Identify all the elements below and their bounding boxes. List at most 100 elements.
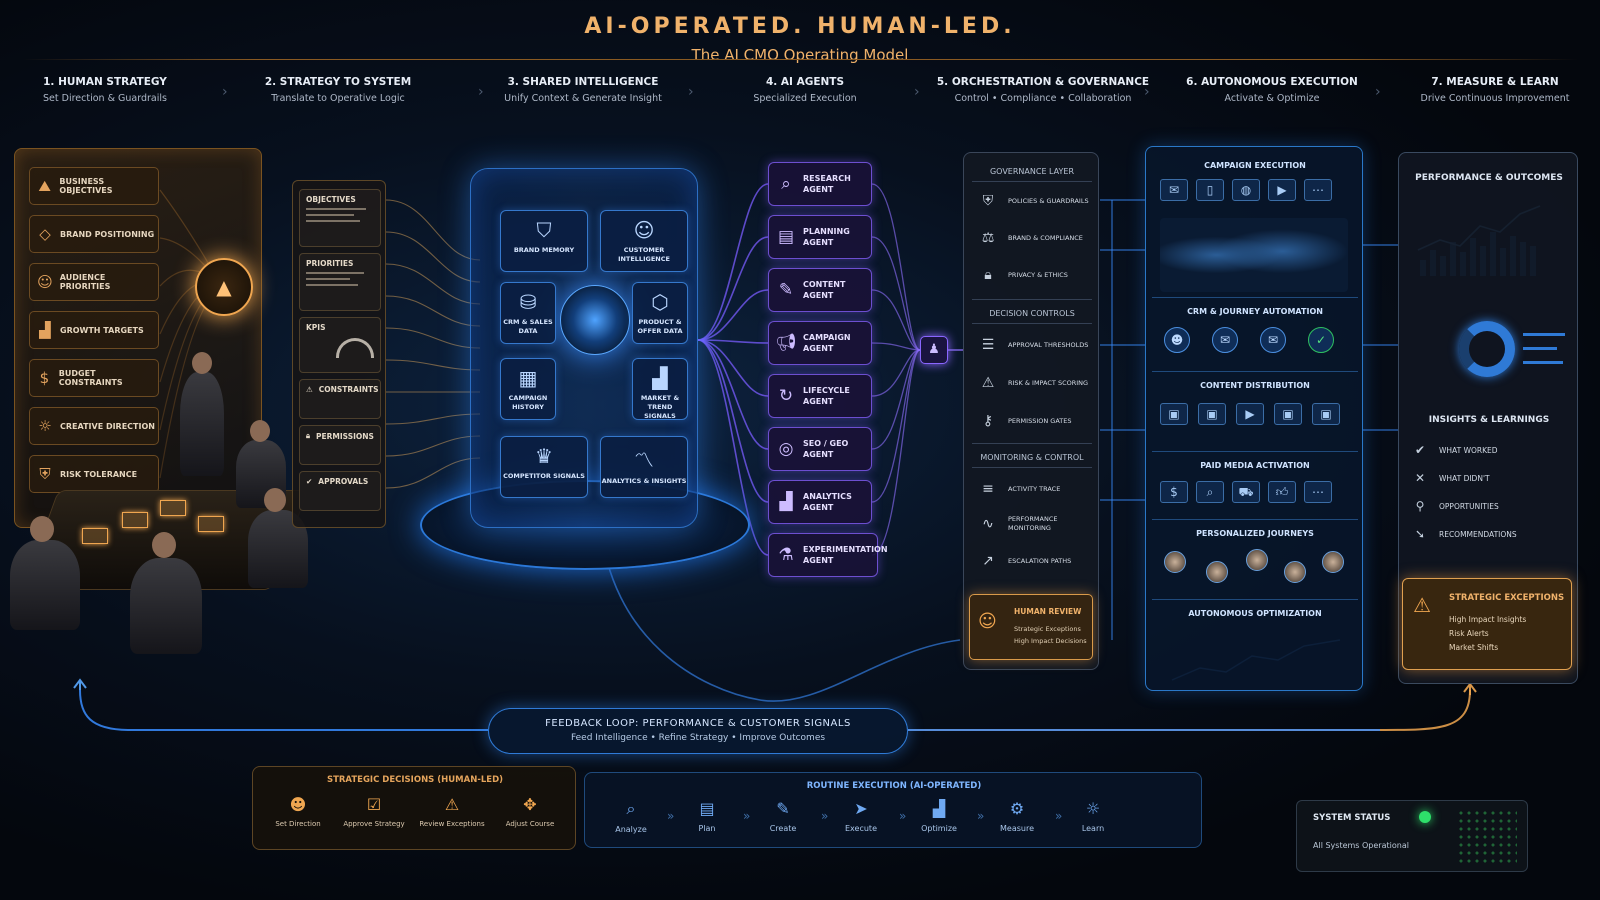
data-stream (385, 457, 481, 489)
decision-review-exceptions: ⚠Review Exceptions (413, 795, 491, 828)
page-subtitle: The AI CMO Operating Model (691, 46, 909, 64)
shield-check-icon: ⛉ (536, 218, 552, 242)
gov-item-performance-monitoring: ∿PERFORMANCE MONITORING (978, 515, 1068, 533)
chevron-right-icon: » (977, 809, 985, 823)
insight-what-didnt: ✕WHAT DIDN'T (1414, 471, 1490, 485)
gov-item-escalation-paths: ↗ESCALATION PATHS (978, 553, 1071, 569)
insight-opportunities: ⚲OPPORTUNITIES (1413, 499, 1499, 513)
human-review-loop (599, 519, 961, 702)
warning-icon: ⚠ (444, 795, 460, 814)
list-icon: ≡ (982, 481, 994, 497)
mountain-flag-icon: ⛰ (38, 177, 52, 195)
more-icon: ⋯ (1304, 481, 1332, 503)
agent-connector (697, 339, 769, 397)
data-card-customer-intelligence: ☺CUSTOMER INTELLIGENCE (600, 210, 688, 272)
strategy-item-business-objectives: ⛰BUSINESS OBJECTIVES (29, 167, 159, 205)
thumbs-up-icon: 👍︎ (1268, 481, 1296, 503)
gov-item-activity-trace: ≡ACTIVITY TRACE (978, 481, 1060, 497)
cart-icon: ⛟ (1232, 481, 1260, 503)
tablet-screen (198, 516, 224, 532)
decision-adjust-course: ✥Adjust Course (491, 795, 569, 828)
gov-item-brand-compliance: ⚖BRAND & COMPLIANCE (978, 230, 1083, 246)
title-divider (22, 59, 1578, 60)
strategy-target-icon: ▲ (195, 258, 253, 316)
agent-connector (697, 236, 769, 341)
database-icon: ⛁ (519, 290, 537, 314)
data-card-analytics-insights: 〽ANALYTICS & INSIGHTS (600, 436, 688, 498)
chevron-right-icon: › (1375, 84, 1381, 100)
bar-chart-icon: ▟ (39, 321, 51, 339)
presenter-head (192, 352, 212, 374)
lock-icon: 🔒︎ (306, 431, 310, 440)
strategy-item-budget-constraints: $BUDGET CONSTRAINTS (29, 359, 159, 397)
arrow-icon: ➘ (1414, 527, 1426, 541)
orchestration-connector (871, 236, 921, 351)
agent-content: ✎CONTENT AGENT (768, 268, 872, 312)
attendee-head (264, 488, 286, 512)
strategy-item-creative-direction: ☼CREATIVE DIRECTION (29, 407, 159, 445)
create-icon: ✎ (776, 799, 790, 818)
measure-icon: ⚙ (1009, 799, 1025, 818)
constraints-card: ⚠CONSTRAINTS (299, 379, 381, 419)
arrow-up-icon (1463, 682, 1477, 695)
chevron-right-icon: › (478, 84, 484, 100)
strategic-exceptions-card: ⚠ STRATEGIC EXCEPTIONS High Impact Insig… (1402, 578, 1572, 670)
avatar (1206, 561, 1228, 583)
x-icon: ✕ (1414, 471, 1426, 485)
avatar (1246, 549, 1268, 571)
avatar (1284, 561, 1306, 583)
kpis-card: KPIS (299, 317, 381, 373)
attendee-head (30, 516, 54, 542)
shield-icon: ⛨ (982, 193, 994, 209)
donut-chart (1459, 321, 1515, 377)
mobile-icon: ▯ (1196, 179, 1224, 201)
agent-lifecycle: ↻LIFECYCLE AGENT (768, 374, 872, 418)
sliders-icon: ☰ (981, 337, 995, 353)
bar-chart-icon: ▟ (652, 366, 668, 390)
chevron-right-icon: › (688, 84, 694, 100)
attendee-head (250, 420, 270, 442)
clipboard-icon: ▤ (777, 227, 795, 247)
attendee-figure (130, 558, 202, 654)
pin-icon: ⚲ (1415, 499, 1425, 513)
tablet-screen (122, 512, 148, 528)
routine-measure: ⚙Measure (987, 799, 1047, 833)
priorities-card: PRIORITIES (299, 253, 381, 311)
human-strategy-panel: ⛰BUSINESS OBJECTIVES ◇BRAND POSITIONING … (14, 148, 262, 528)
lock-icon: 🔒︎ (984, 267, 992, 283)
human-review-card: ☺ HUMAN REVIEW Strategic Exceptions High… (969, 594, 1093, 660)
chevron-right-icon: » (743, 809, 751, 823)
image-icon: ▣ (1312, 403, 1340, 425)
email-icon: ✉ (1212, 327, 1238, 353)
chevron-right-icon: » (1055, 809, 1063, 823)
gauge-icon (336, 338, 374, 358)
analyze-icon: ⌕ (626, 799, 636, 818)
presenter-figure (180, 372, 224, 476)
routine-execution-panel: ROUTINE EXECUTION (AI-OPERATED) ⌕Analyze… (584, 772, 1202, 848)
feedback-line (79, 689, 488, 731)
permissions-card: 🔒︎PERMISSIONS (299, 425, 381, 465)
diamond-icon: ◇ (39, 225, 51, 243)
data-card-brand-memory: ⛉BRAND MEMORY (500, 210, 588, 272)
routine-optimize: ▟Optimize (909, 799, 969, 833)
bar-chart-icon: ▟ (932, 799, 946, 818)
orchestrator-hub-icon: ♟ (920, 336, 948, 364)
world-map (1160, 218, 1348, 292)
status-indicator (1419, 811, 1431, 823)
chevron-right-icon: › (222, 84, 228, 100)
dollar-icon: $ (1160, 481, 1188, 503)
data-card-campaign-history: ▦CAMPAIGN HISTORY (500, 358, 556, 420)
agent-campaign: 📢︎CAMPAIGN AGENT (768, 321, 872, 365)
gov-item-privacy: 🔒︎PRIVACY & ETHICS (978, 267, 1068, 283)
bar-chart-icon: ▟ (779, 492, 793, 512)
warning-icon: ⚠ (981, 375, 995, 391)
agent-analytics: ▟ANALYTICS AGENT (768, 480, 872, 524)
email-icon: ✉ (1160, 179, 1188, 201)
line-chart-icon: 〽 (634, 448, 654, 472)
status-matrix (1457, 809, 1517, 863)
key-icon: ⚷ (982, 413, 994, 429)
avatar (1322, 551, 1344, 573)
